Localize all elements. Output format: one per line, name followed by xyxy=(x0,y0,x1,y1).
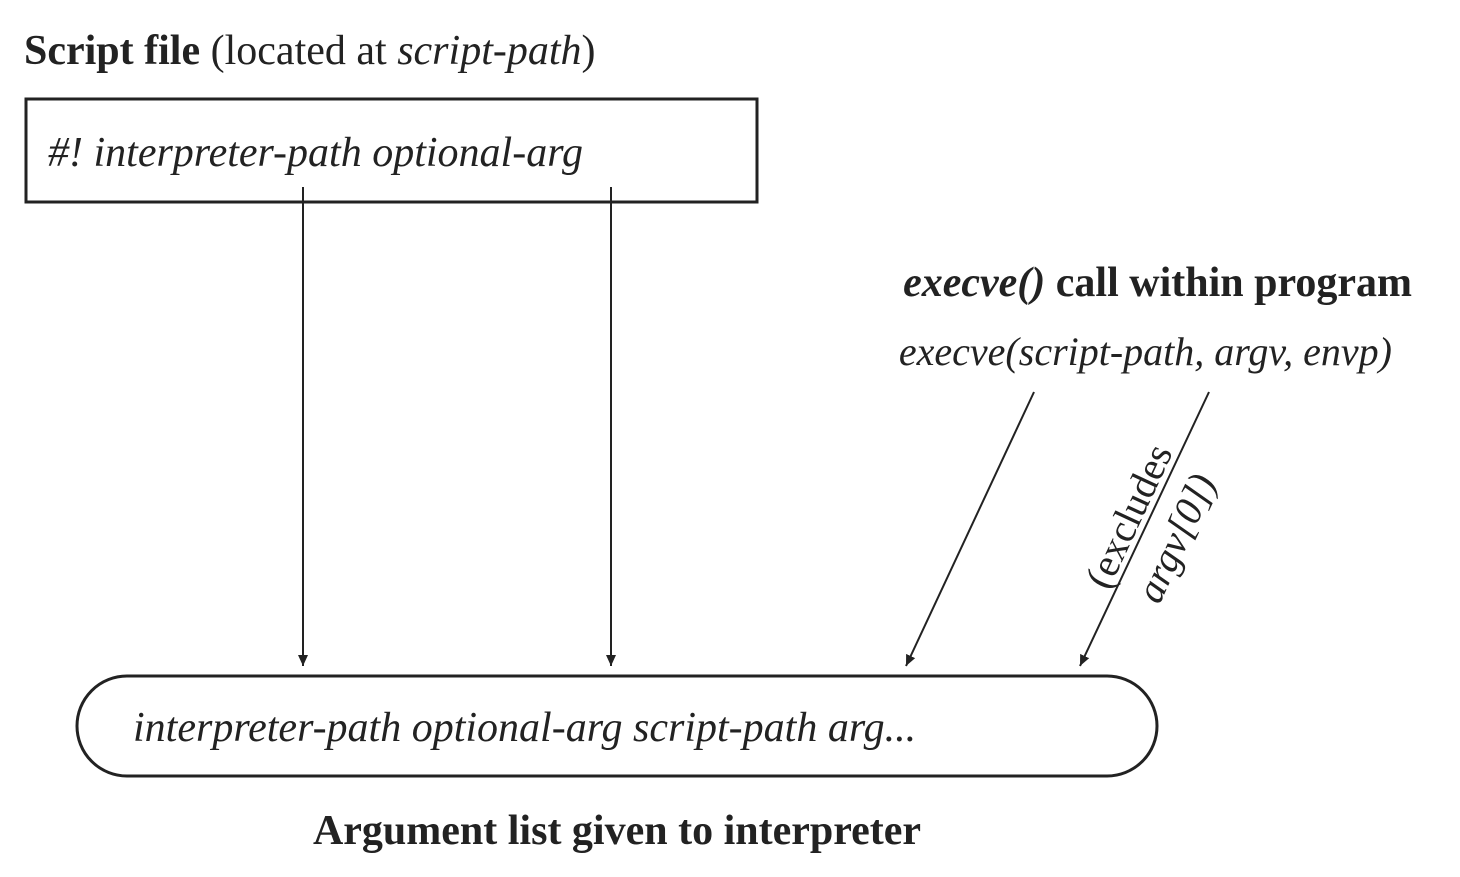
arrow-argv xyxy=(1079,391,1210,667)
script-file-heading: Script file (located at script-path) xyxy=(24,28,596,74)
excludes-label: (excludes argv[0]) xyxy=(1076,437,1225,609)
argument-list-contents: interpreter-path optional-arg script-pat… xyxy=(133,705,916,751)
execve-heading: execve() call within program xyxy=(903,260,1412,306)
argument-list-box xyxy=(75,674,1159,778)
arrow-script-path xyxy=(905,391,1035,667)
argument-list-caption: Argument list given to interpreter xyxy=(313,808,921,854)
shebang-line: #! interpreter-path optional-arg xyxy=(48,130,583,176)
execve-signature: execve(script-path, argv, envp) xyxy=(899,329,1392,374)
script-file-box xyxy=(24,97,759,204)
